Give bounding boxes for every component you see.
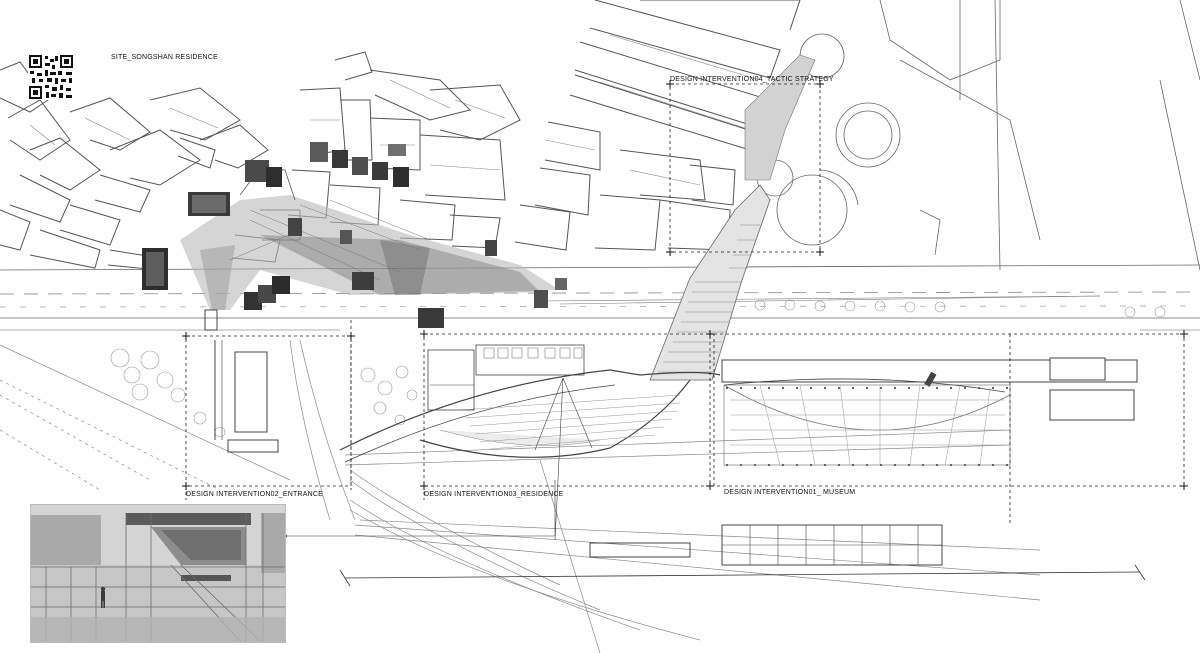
intervention02-label: DESIGN INTERVENTION02_ENTRANCE [186,491,323,498]
street-trees [110,299,1166,438]
intervention01-label: DESIGN INTERVENTION01_ MUSEUM [724,489,856,496]
section-perspective-render [30,504,286,643]
frame-corner-marks [182,80,1188,490]
railway-tracks [0,339,1041,653]
qr-code-icon [28,54,74,100]
intervention-frames [185,83,1185,525]
dimension-line [339,564,1146,587]
entrance-building [204,309,279,453]
plaza-fan [180,167,560,310]
site-photos [142,142,937,387]
intervention03-label: DESIGN INTERVENTION03_RESIDENCE [424,491,564,498]
building-interior-lines [29,34,761,186]
pedestrian-bridge [649,54,816,381]
avenue [0,264,1200,331]
section-render-drawing [31,505,285,642]
residence-building [339,344,721,541]
board-title: SITE_SONGSHAN RESIDENCE [111,54,218,61]
museum-building [589,357,1138,566]
roundabout-features [756,0,1200,271]
intervention04-label: DESIGN INTERVENTION04_TACTIC STRATEGY [670,76,834,83]
